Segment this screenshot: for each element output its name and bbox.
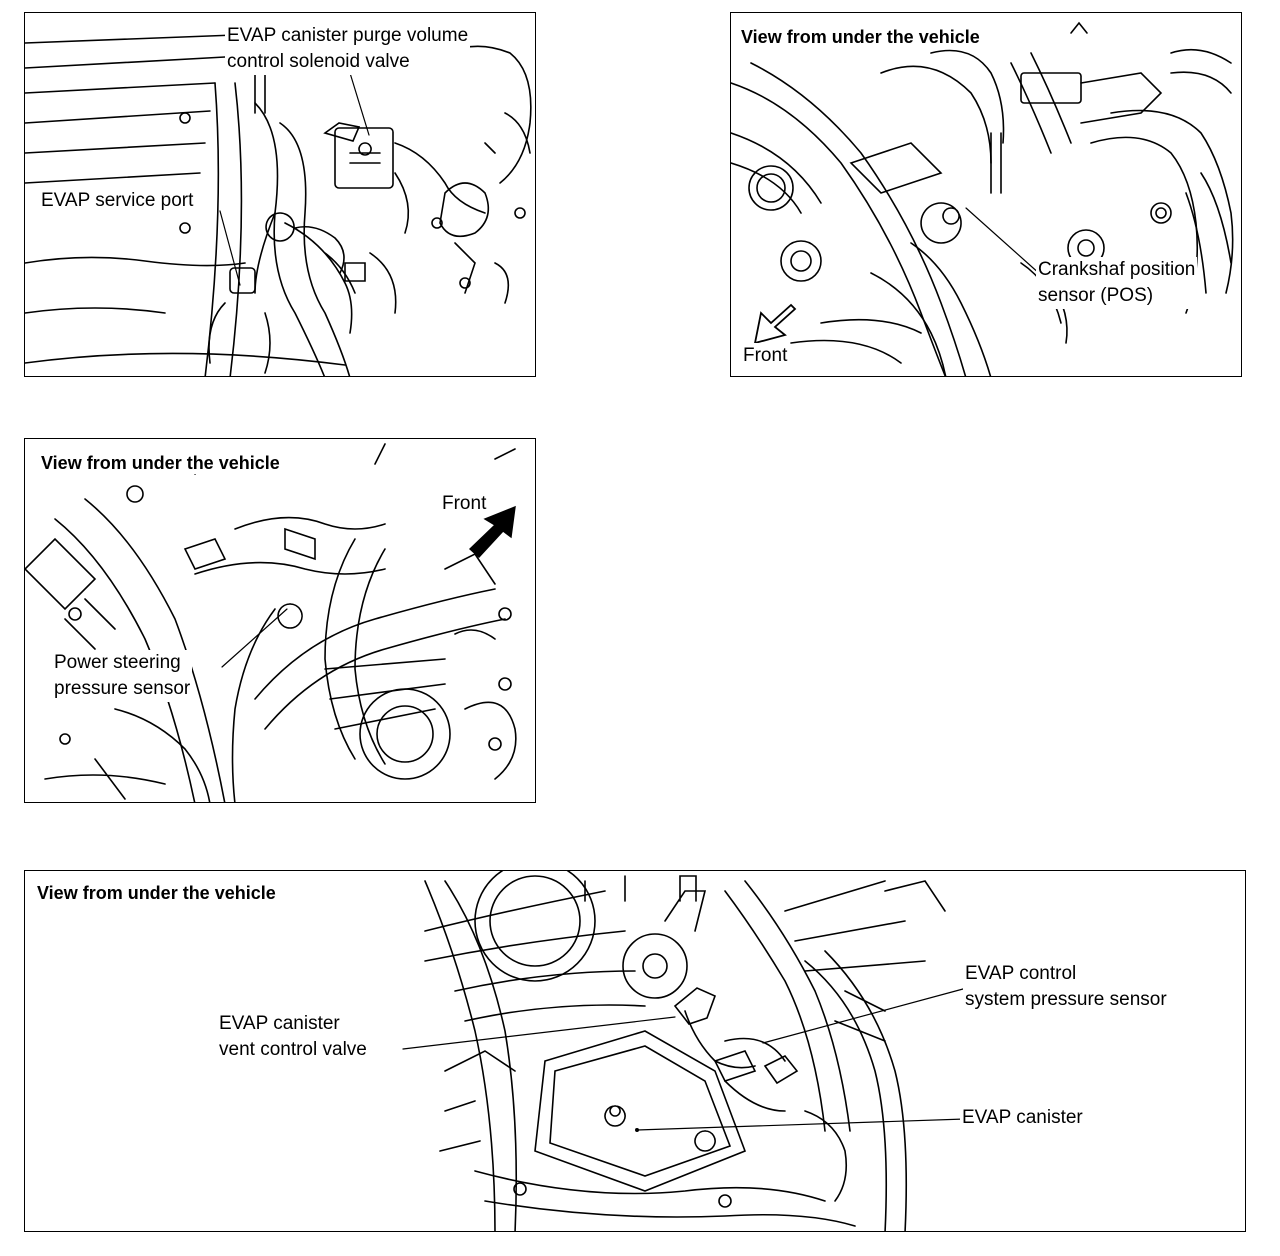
panel-heading: View from under the vehicle <box>35 883 278 904</box>
vent-valve-label: EVAP canister vent control valve <box>217 1011 369 1063</box>
diagram-panel-purge-valve: EVAP canister purge volume control solen… <box>24 12 536 377</box>
engine-line-art-2 <box>731 21 1234 376</box>
diagram-panel-crankshaft-sensor: View from under the vehicle Crankshaf po… <box>730 12 1242 377</box>
panel-heading: View from under the vehicle <box>739 27 982 48</box>
engine-line-art-1 <box>25 34 532 376</box>
engine-line-art-3 <box>25 443 517 802</box>
panel-heading: View from under the vehicle <box>39 453 282 474</box>
pressure-sensor-label: EVAP control system pressure sensor <box>963 961 1169 1013</box>
diagram-panel-evap-canister: View from under the vehicle EVAP caniste… <box>24 870 1246 1232</box>
canister-label: EVAP canister <box>960 1105 1085 1131</box>
ps-sensor-label: Power steering pressure sensor <box>52 650 193 702</box>
front-label: Front <box>440 491 489 517</box>
canister-line-art <box>402 871 966 1231</box>
crankshaft-sensor-label: Crankshaf position sensor (POS) <box>1036 257 1198 309</box>
front-label: Front <box>741 343 790 369</box>
service-port-label: EVAP service port <box>39 188 196 214</box>
diagram-panel-power-steering-sensor: View from under the vehicle Front Power … <box>24 438 536 803</box>
purge-valve-label: EVAP canister purge volume control solen… <box>225 23 471 75</box>
